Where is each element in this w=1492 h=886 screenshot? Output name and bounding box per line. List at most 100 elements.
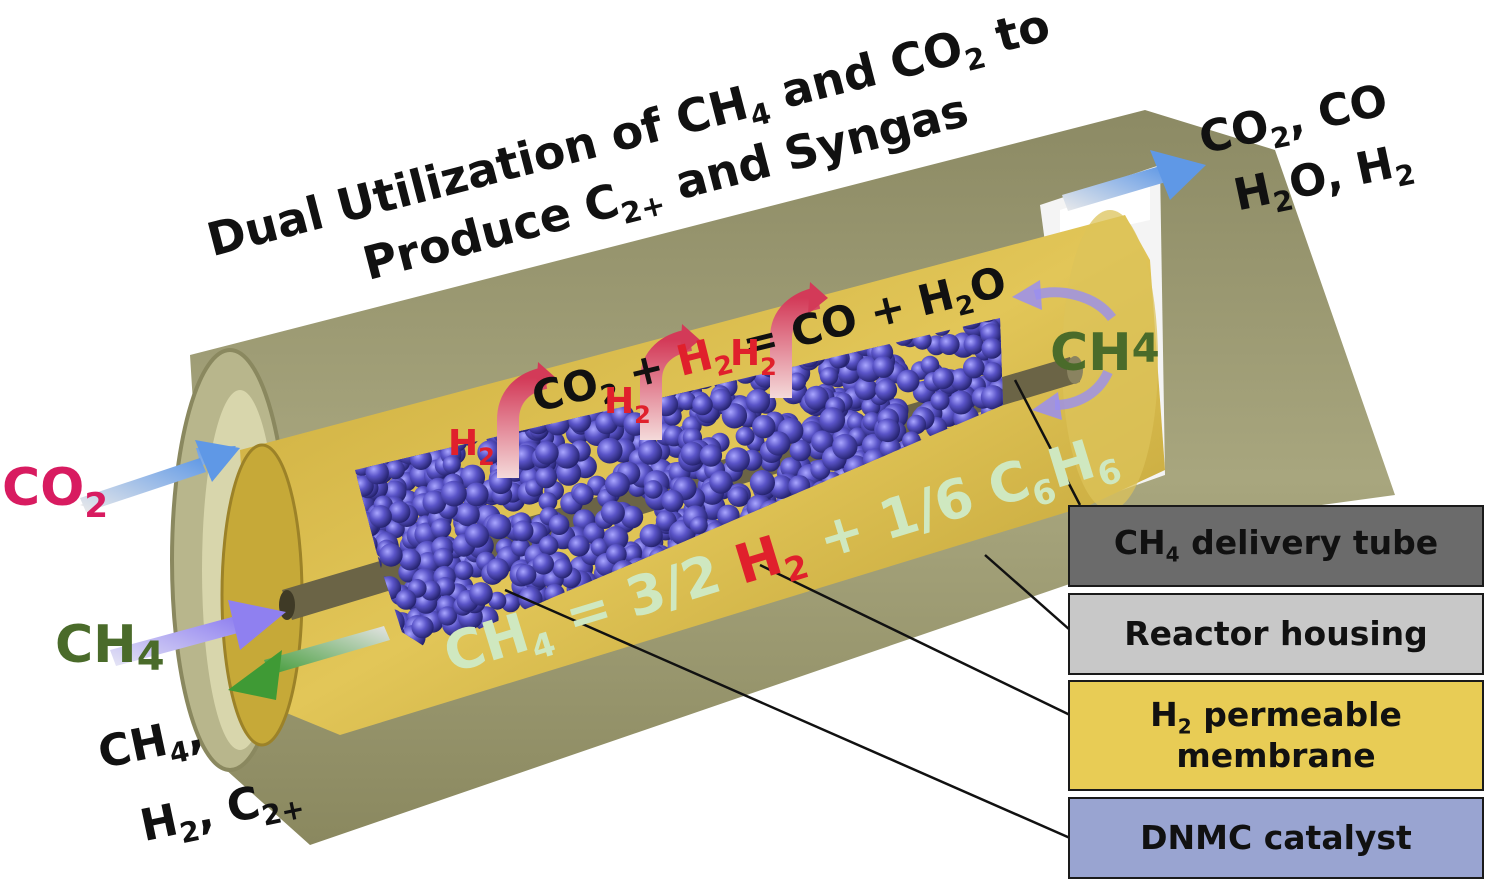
h2-permeation-arrows [497, 282, 828, 478]
catalyst-bead [721, 403, 748, 429]
catalyst-bead [469, 582, 493, 606]
catalyst-bead [454, 561, 474, 580]
catalyst-bead [980, 385, 1003, 410]
catalyst-bead [727, 486, 749, 507]
h2-label-3: H2 [730, 333, 777, 381]
catalyst-bead [604, 526, 629, 551]
catalyst-bead [538, 492, 558, 511]
outlet-top-arrow-body [1062, 166, 1166, 211]
catalyst-bead [554, 443, 580, 469]
catalyst-bead [399, 548, 421, 571]
stream-arrows [80, 150, 1206, 700]
catalyst-bead [752, 415, 776, 439]
catalyst-bead [639, 524, 663, 548]
catalyst-bead [854, 377, 878, 401]
catalyst-bead [832, 433, 858, 460]
catalyst-bead [385, 460, 405, 480]
catalyst-bead [422, 490, 447, 515]
catalyst-bead [486, 514, 512, 540]
catalyst-bead [804, 385, 829, 411]
leader-lines [504, 379, 1082, 840]
catalyst-bead [699, 444, 723, 467]
catalyst-bead [819, 367, 839, 386]
catalyst-bead [535, 441, 559, 465]
ch4-recirc-arrow-bottom [1054, 369, 1113, 410]
catalyst-bead [709, 388, 732, 411]
catalyst-bead [605, 543, 627, 565]
catalyst-bead [365, 461, 389, 485]
svg-text:CH4,: CH4, [94, 707, 209, 785]
catalyst-bead [600, 500, 625, 525]
catalyst-bead [766, 431, 791, 456]
catalyst-bead [433, 547, 454, 568]
catalyst-bead [456, 502, 480, 527]
catalyst-bead [379, 543, 403, 567]
catalyst-bead [430, 518, 452, 539]
catalyst-bead [725, 447, 750, 472]
catalyst-bead [516, 564, 537, 585]
catalyst-bead [930, 391, 950, 411]
legend-membrane: H2 permeable membrane [1068, 680, 1484, 791]
ch4-inlet-arrow-head [228, 600, 286, 650]
co2-inlet-arrow-head [195, 440, 240, 482]
catalyst-bead [511, 537, 530, 557]
catalyst-bead [932, 367, 954, 390]
catalyst-bead [488, 591, 507, 610]
catalyst-bead [949, 390, 973, 415]
catalyst-bead [896, 369, 920, 393]
co2-inlet-label: CO2 [2, 458, 108, 526]
h2-labels: H2 H2 H2 [448, 333, 777, 471]
legend-catalyst-text: DNMC catalyst [1140, 818, 1412, 858]
catalyst-bead [548, 514, 570, 535]
co2-inlet-arrow-body [80, 458, 206, 512]
catalyst-bead [680, 441, 705, 466]
catalyst-bead [486, 558, 510, 581]
ch4-recirc-arrow-top [1033, 287, 1117, 322]
ch4-inlet-arrow-body [110, 617, 238, 666]
catalyst-bead [789, 439, 812, 462]
catalyst-bead [572, 484, 594, 506]
catalyst-bead [535, 466, 558, 489]
catalyst-bead [597, 437, 623, 464]
outlet-bottom-arrow-head [228, 650, 282, 700]
catalyst-bead [749, 470, 776, 496]
catalyst-bead [906, 414, 927, 435]
ch4-recirculation-label: CH4 [1050, 323, 1160, 383]
legend-housing-text: Reactor housing [1124, 614, 1428, 654]
catalyst-bead [692, 394, 713, 416]
catalyst-bead [477, 440, 502, 465]
catalyst-bead [876, 418, 900, 443]
catalyst-bead [638, 440, 663, 465]
catalyst-bead [780, 457, 802, 479]
legend-delivery-text: CH4 delivery tube [1113, 523, 1439, 567]
catalyst-bead [963, 334, 984, 355]
legend-membrane-line1: H2 permeable [1150, 695, 1402, 739]
catalyst-bead [875, 378, 898, 401]
h2-label-1: H2 [448, 423, 495, 471]
catalyst-bead [661, 489, 684, 512]
legend-delivery-tube: CH4 delivery tube [1068, 505, 1484, 587]
catalyst-bead [568, 535, 590, 557]
catalyst-bead [709, 470, 733, 494]
ch4-inlet-label: CH4 [55, 615, 165, 680]
catalyst-bead [735, 426, 755, 446]
catalyst-bead [552, 558, 573, 579]
legend-catalyst: DNMC catalyst [1068, 797, 1484, 879]
catalyst-bead [441, 480, 467, 507]
legend-membrane-line2: membrane [1176, 736, 1376, 776]
h2-label-2: H2 [604, 381, 651, 429]
catalyst-bead [938, 334, 960, 355]
legend-reactor-housing: Reactor housing [1068, 593, 1484, 675]
catalyst-bead [689, 516, 708, 535]
catalyst-bead [604, 471, 630, 497]
catalyst-bead [395, 589, 417, 610]
catalyst-bead [677, 391, 696, 411]
catalyst-bead [981, 338, 1003, 359]
outlet-bottom-arrow-body [264, 626, 390, 675]
title-part: to [974, 0, 1055, 67]
catalyst-bead [369, 505, 392, 528]
catalyst-bead [538, 535, 559, 556]
catalyst-bead [442, 455, 461, 474]
catalyst-bead [963, 356, 985, 379]
